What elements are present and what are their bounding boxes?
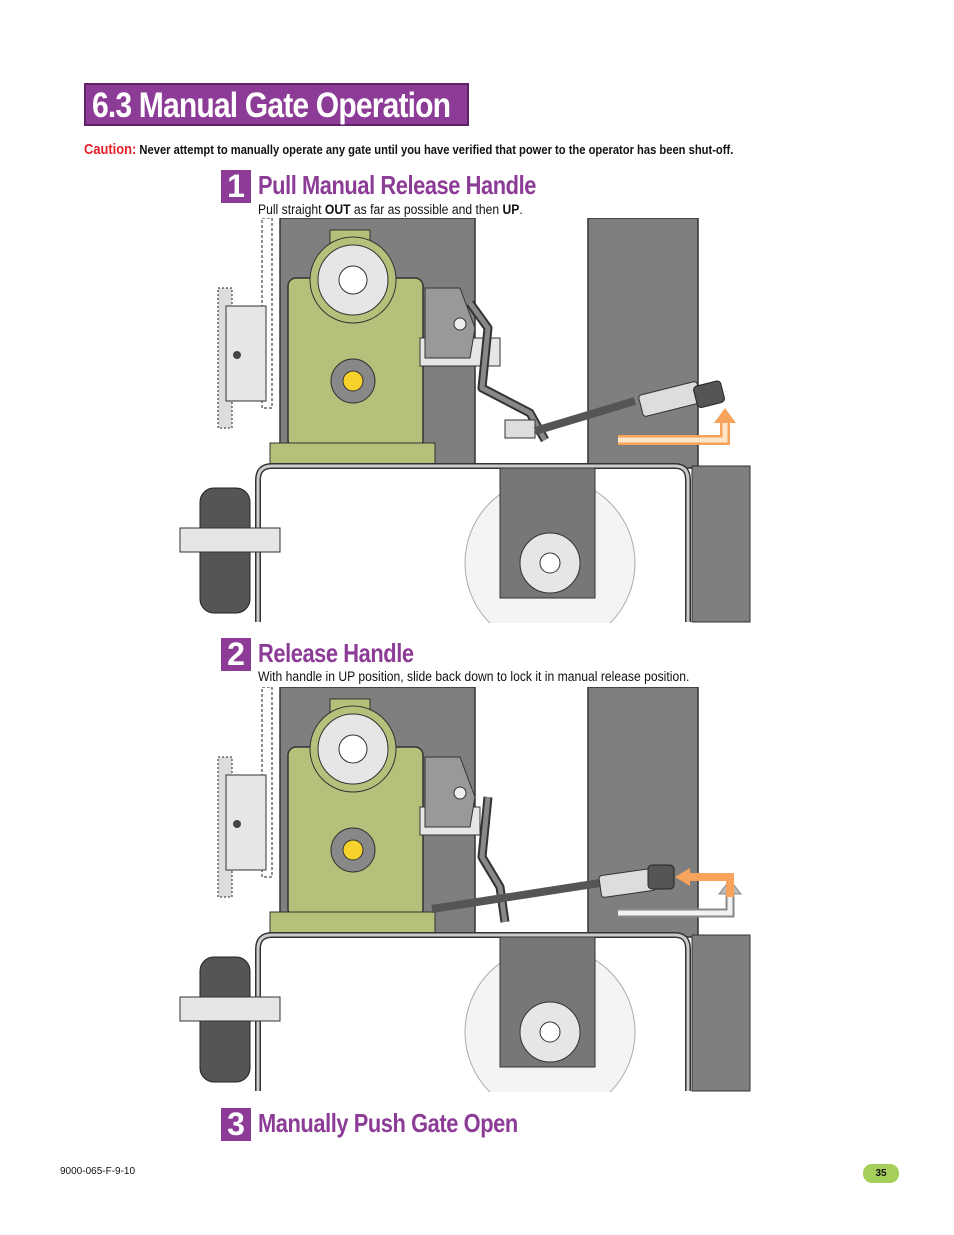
frame-side-plate — [691, 465, 751, 623]
caution-label: Caution: — [84, 141, 137, 158]
step-1-description: Pull straight OUT as far as possible and… — [258, 202, 523, 217]
step-1-illustration — [179, 218, 751, 623]
slide-down-arrow — [675, 868, 690, 886]
release-bracket — [424, 287, 476, 359]
release-rod — [533, 397, 637, 435]
section-title-bar: 6.3 Manual Gate Operation — [84, 83, 469, 126]
release-rod — [431, 879, 601, 913]
step-3-title: Manually Push Gate Open — [258, 1108, 518, 1138]
step-3-number: 3 — [221, 1108, 251, 1141]
step-2-title: Release Handle — [258, 638, 414, 668]
step-1-number: 1 — [221, 170, 251, 203]
release-handle-grip — [647, 864, 675, 890]
caution-notice: Caution: Never attempt to manually opera… — [84, 141, 733, 158]
step-2-number: 2 — [221, 638, 251, 671]
caution-text: Never attempt to manually operate any ga… — [139, 142, 734, 157]
sprocket-hub — [225, 305, 267, 402]
page-title: 6.3 Manual Gate Operation — [92, 86, 451, 125]
housing-right — [587, 218, 699, 469]
step-1-title: Pull Manual Release Handle — [258, 170, 536, 200]
document-code: 9000-065-F-9-10 — [60, 1166, 136, 1177]
page-number-badge: 35 — [863, 1164, 899, 1183]
step-2-illustration — [179, 687, 751, 1092]
step-2-description: With handle in UP position, slide back d… — [258, 669, 690, 684]
release-handle-grip — [693, 380, 725, 408]
pull-direction-arrow — [714, 408, 736, 423]
